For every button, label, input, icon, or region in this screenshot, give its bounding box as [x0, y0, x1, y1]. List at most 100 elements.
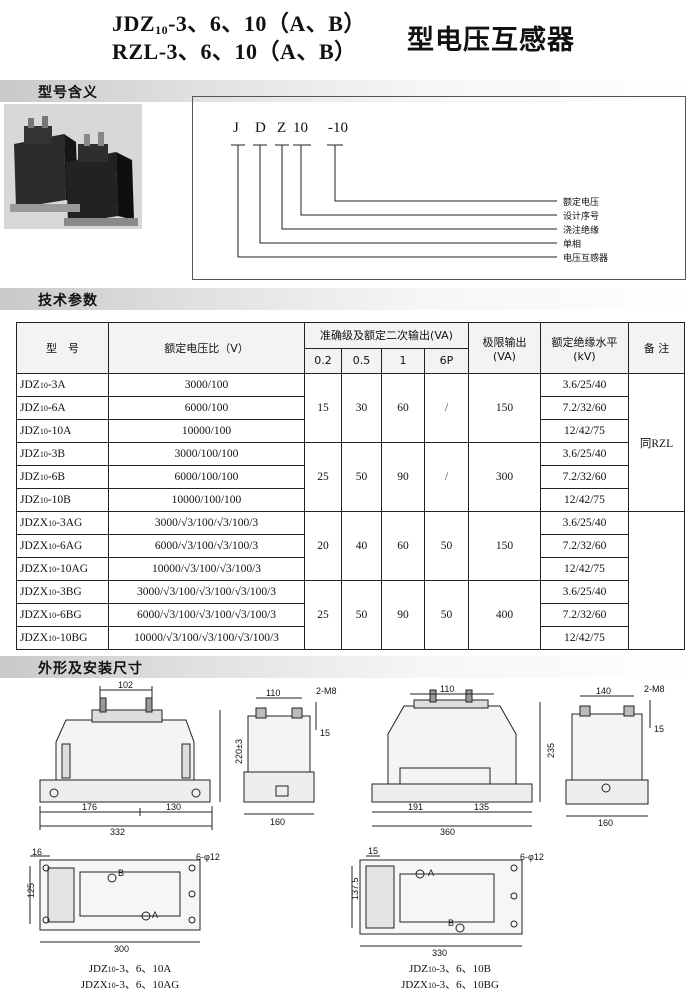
cell-model: JDZ10-6B [16, 465, 109, 489]
cell-insulation: 7.2/32/60 [540, 603, 629, 627]
title-line-2: RZL-3、6、10（A、B） [112, 39, 357, 64]
header-class-0-5: 0.5 [341, 347, 382, 374]
dim-191: 191 [408, 802, 423, 812]
header-accuracy: 准确级及额定二次输出(VA) [304, 322, 469, 349]
caption-right: JDZ10-3、6、10B JDZX10-3、6、10BG [380, 960, 520, 992]
legend-design-serial: 设计序号 [563, 212, 600, 222]
cell-accuracy-output: / [424, 373, 469, 443]
header-remark: 备 注 [628, 322, 685, 374]
cell-model: JDZ10-10A [16, 419, 109, 443]
legend-voltage-transformer: 电压互感器 [563, 254, 609, 264]
legend-single-phase: 单相 [563, 240, 582, 250]
cell-model: JDZX10-6BG [16, 603, 109, 627]
model-leader-lines [231, 144, 557, 258]
section-label-tech-params: 技术参数 [38, 293, 98, 309]
caption-left-line-1: JDZ10-3、6、10A [88, 963, 172, 975]
drawing-plan-b [351, 855, 523, 947]
cell-accuracy-output: 25 [304, 442, 342, 512]
cell-limit-output: 150 [468, 373, 541, 443]
section-label-model-meaning: 型号含义 [38, 85, 98, 101]
cell-ratio: 10000/100/100 [108, 488, 305, 512]
cell-accuracy-output: 50 [424, 580, 469, 650]
cell-ratio: 6000/100 [108, 396, 305, 420]
caption-left-line-2: JDZX10-3、6、10AG [80, 979, 180, 991]
header-class-0-2: 0.2 [304, 347, 342, 374]
cell-model: JDZX10-3AG [16, 511, 109, 535]
cell-insulation: 12/42/75 [540, 557, 629, 581]
legend-rated-voltage: 额定电压 [563, 198, 600, 208]
cell-insulation: 7.2/32/60 [540, 465, 629, 489]
caption-right-line-1: JDZ10-3、6、10B [409, 963, 491, 975]
section-band-dimensions: 外形及安装尺寸 [0, 656, 700, 678]
cell-accuracy-output: 15 [304, 373, 342, 443]
header-ratio: 额定电压比（V） [108, 322, 305, 374]
cell-ratio: 3000/100/100 [108, 442, 305, 466]
marker-a-right: A [428, 868, 434, 878]
code-letter-10: 10 [293, 120, 308, 136]
cell-model: JDZX10-6AG [16, 534, 109, 558]
page-title: JDZ10-3、6、10（A、B） RZL-3、6、10（A、B） 型电压互感器 [112, 4, 612, 64]
cell-accuracy-output: 60 [381, 511, 425, 581]
section-band-tech-params: 技术参数 [0, 288, 700, 310]
cell-insulation: 7.2/32/60 [540, 396, 629, 420]
cell-limit-output: 300 [468, 442, 541, 512]
cell-accuracy-output: 25 [304, 580, 342, 650]
dim-330: 330 [432, 948, 447, 958]
cell-ratio: 10000/√3/100/√3/100/3 [108, 557, 305, 581]
dim-16: 16 [32, 847, 42, 857]
cell-accuracy-output: 30 [341, 373, 382, 443]
cell-insulation: 12/42/75 [540, 488, 629, 512]
header-model: 型 号 [16, 322, 109, 374]
marker-a-left: A [152, 910, 158, 920]
legend-cast-insulation: 浇注绝缘 [563, 226, 600, 236]
cell-accuracy-output: 50 [341, 442, 382, 512]
dim-6phi12-a: 6-φ12 [196, 852, 220, 862]
cell-limit-output: 150 [468, 511, 541, 581]
cell-ratio: 6000/√3/100/√3/100/√3/100/3 [108, 603, 305, 627]
cell-ratio: 3000/√3/100/√3/100/√3/100/3 [108, 580, 305, 604]
drawing-side-a [243, 697, 317, 815]
dim-15-c: 15 [368, 846, 378, 856]
cell-accuracy-output: / [424, 442, 469, 512]
dim-160-b: 160 [598, 818, 613, 828]
section-label-dimensions: 外形及安装尺寸 [38, 661, 143, 677]
dim-15-b: 15 [654, 724, 664, 734]
cell-accuracy-output: 60 [381, 373, 425, 443]
cell-model: JDZ10-6A [16, 396, 109, 420]
header-insulation: 额定绝缘水平 (kV) [540, 322, 629, 374]
drawing-plan-a [29, 855, 201, 943]
dim-137-5: 137.5 [350, 877, 360, 900]
code-letter-d: D [255, 120, 266, 136]
title-main: 型电压互感器 [407, 25, 575, 56]
cell-accuracy-output: 90 [381, 442, 425, 512]
caption-right-line-2: JDZX10-3、6、10BG [401, 979, 499, 991]
drawing-front-a [39, 686, 221, 830]
cell-model: JDZX10-10AG [16, 557, 109, 581]
cell-insulation: 12/42/75 [540, 626, 629, 650]
cell-ratio: 10000/100 [108, 419, 305, 443]
dim-300: 300 [114, 944, 129, 954]
dim-360: 360 [440, 827, 455, 837]
cell-remark: 同RZL [628, 373, 685, 512]
dim-6phi12-b: 6-φ12 [520, 852, 544, 862]
cell-model: JDZ10-10B [16, 488, 109, 512]
cell-ratio: 3000/√3/100/√3/100/3 [108, 511, 305, 535]
marker-b-right: B [448, 918, 454, 928]
cell-ratio: 6000/100/100 [108, 465, 305, 489]
cell-insulation: 3.6/25/40 [540, 511, 629, 535]
cell-insulation: 12/42/75 [540, 419, 629, 443]
dim-130: 130 [166, 802, 181, 812]
cell-model: JDZ10-3A [16, 373, 109, 397]
cell-insulation: 3.6/25/40 [540, 373, 629, 397]
cell-accuracy-output: 50 [341, 580, 382, 650]
code-letter-voltage: -10 [328, 120, 348, 136]
transformer-photo-illustration [4, 104, 142, 229]
title-line-1: JDZ10-3、6、10（A、B） [112, 11, 366, 37]
